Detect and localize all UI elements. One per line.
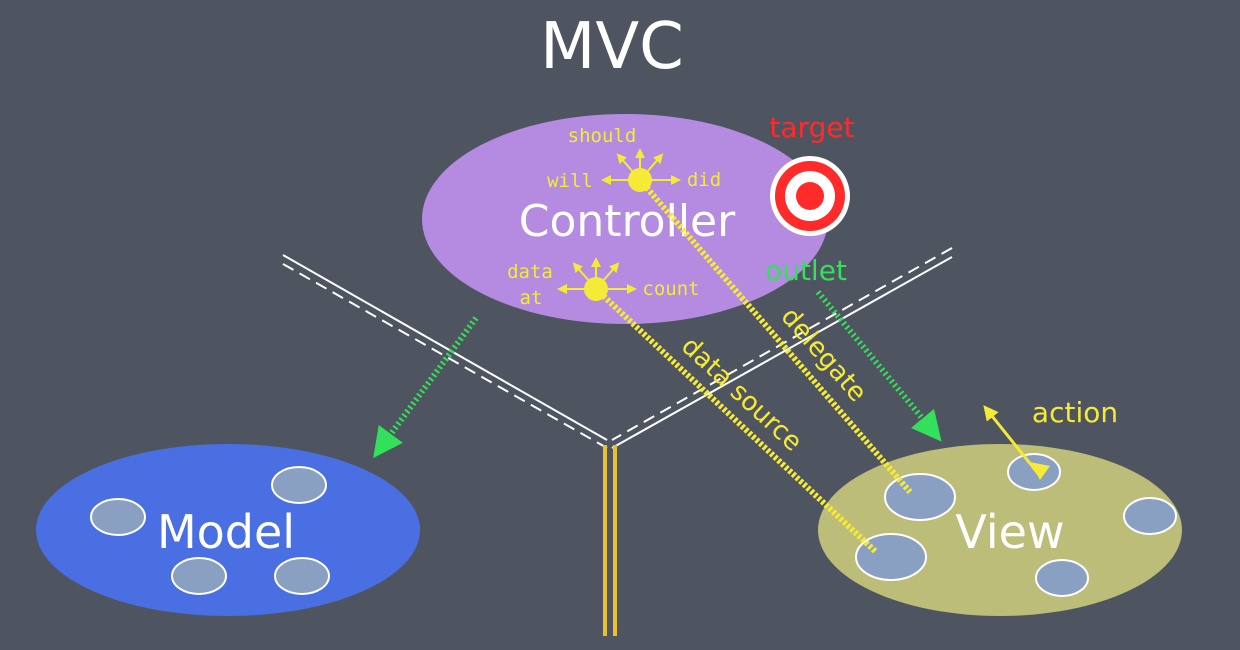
model-subobject xyxy=(271,466,327,504)
word-did: did xyxy=(687,169,721,191)
outlet-label: outlet xyxy=(765,254,847,287)
delegate-line xyxy=(637,178,913,494)
target-label: target xyxy=(769,111,854,144)
model-subobject xyxy=(90,498,146,536)
datasource-line xyxy=(593,286,879,555)
controller-to-model-arrow xyxy=(373,316,479,459)
view-group: View xyxy=(818,444,1182,616)
word-at: at xyxy=(520,287,543,309)
view-subview xyxy=(1035,559,1089,597)
word-count: count xyxy=(642,278,699,300)
word-data: data xyxy=(507,261,553,283)
target-ring-center xyxy=(796,182,824,210)
slide-title: MVC xyxy=(540,10,684,84)
delegate-methods-node: should will did xyxy=(547,125,721,192)
action-arrow xyxy=(983,405,1042,477)
controller-label: Controller xyxy=(519,196,736,247)
model-label: Model xyxy=(157,505,295,559)
model-subobject xyxy=(171,557,227,595)
action-anchor xyxy=(1030,462,1050,480)
word-should: should xyxy=(568,125,637,147)
action-group: action xyxy=(983,396,1118,480)
model-subobject xyxy=(274,557,330,595)
view-subview xyxy=(1007,453,1061,491)
word-will: will xyxy=(547,170,593,192)
target-group: target xyxy=(769,111,855,236)
controller-group: Controller should will did data at count xyxy=(422,114,828,324)
left-divider-dashed xyxy=(282,263,608,449)
action-label: action xyxy=(1032,396,1118,429)
right-divider-solid xyxy=(611,256,953,449)
view-subview xyxy=(1123,497,1177,535)
view-subview xyxy=(884,473,956,521)
controller-ellipse xyxy=(422,114,828,324)
view-label: View xyxy=(955,505,1064,559)
view-subview xyxy=(855,533,927,581)
model-group: Model xyxy=(36,444,420,616)
left-divider-solid xyxy=(282,254,608,441)
